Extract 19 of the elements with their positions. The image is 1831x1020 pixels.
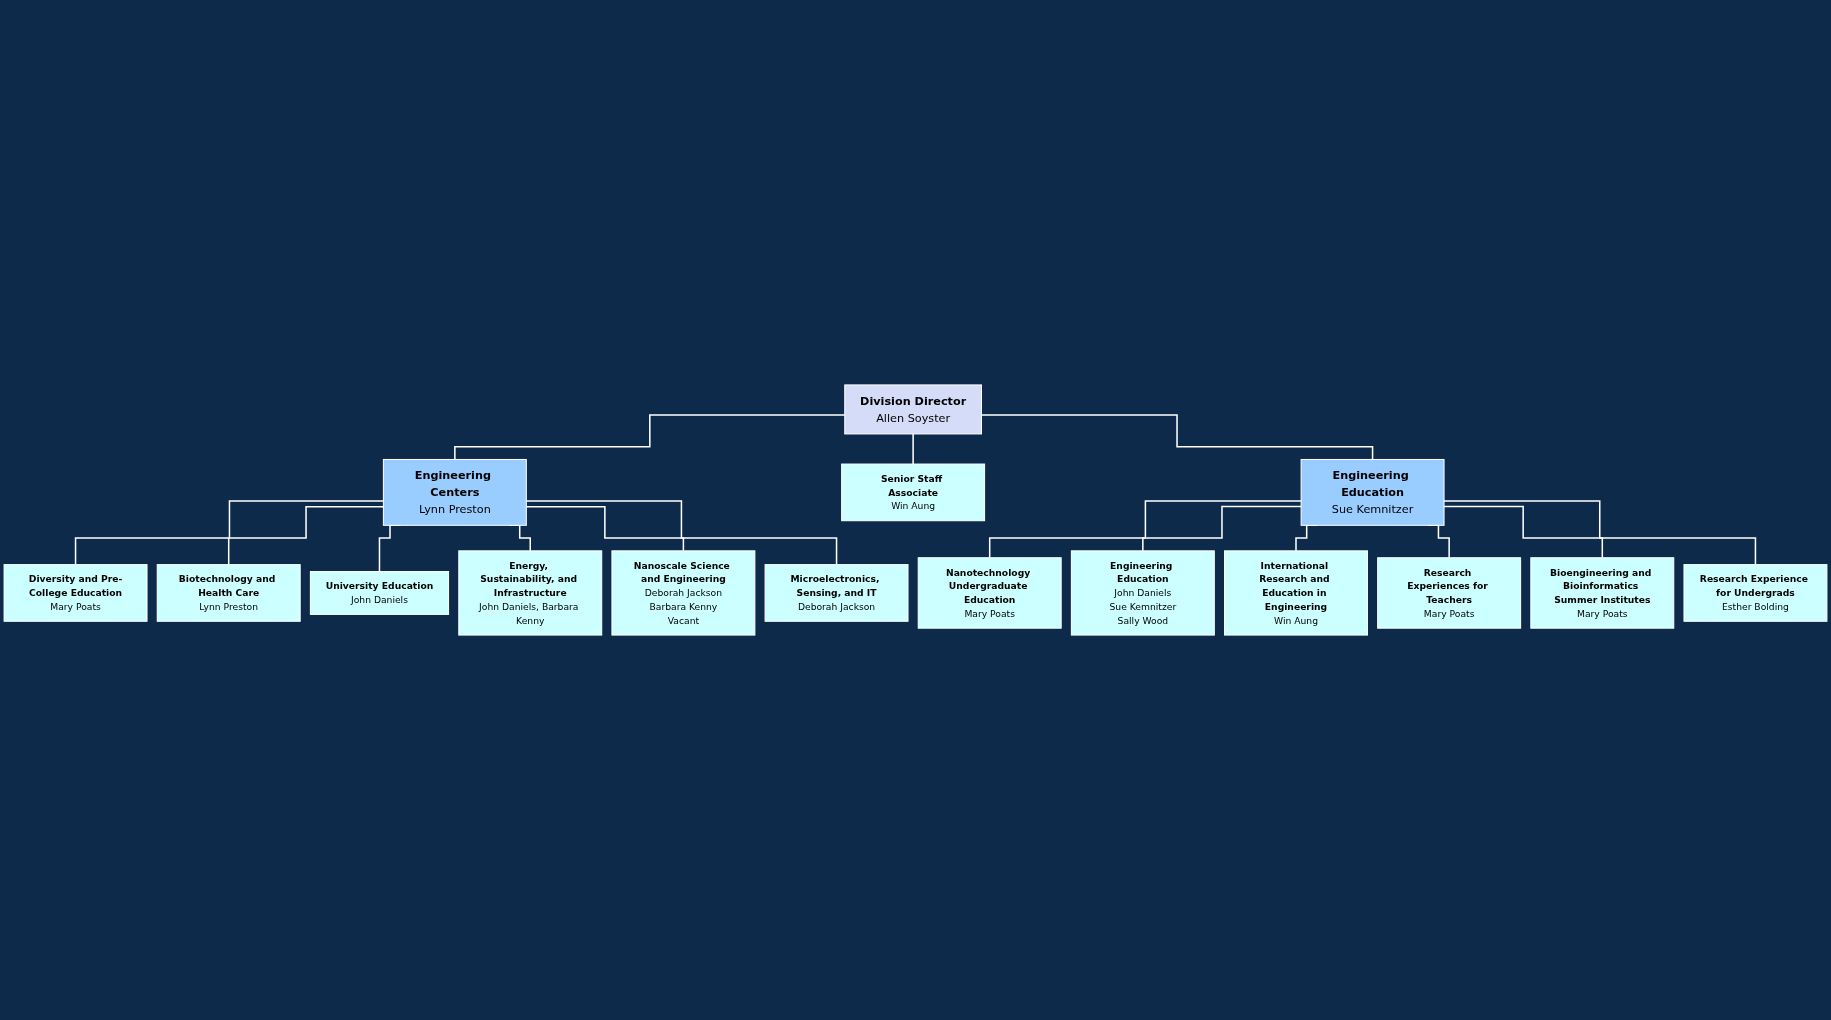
node-box: Engineering Centers Lynn Preston <box>382 458 527 526</box>
node-box: Energy, Sustainability, and Infrastructure John Daniels, Barbara Kenny <box>458 550 603 636</box>
connector <box>912 433 914 465</box>
connector <box>988 500 1302 559</box>
node-box: Bioengineering and Bioinformatics Summer Institutes Mary Poats <box>1530 557 1675 629</box>
node-box: Division Director Allen Soyster <box>844 384 982 435</box>
node-box: Biotechnology and Health Care Lynn Preston <box>156 564 301 622</box>
node-box: Nanotechnology Undergraduate Education Mary Poats <box>917 557 1062 629</box>
node-box: Diversity and Pre-College Education Mary Poats <box>3 564 148 622</box>
node-box: Senior Staff Associate Win Aung <box>841 463 986 522</box>
node-box: International Research and Education in Engineering Win Aung <box>1224 550 1368 636</box>
node-box: Engineering Education John Daniels Sue Kemnitzer Sally Wood <box>1070 550 1215 636</box>
node-box: Research Experiences for Teachers Mary Poats <box>1377 557 1522 629</box>
node-box: Research Experience for Undergrads Esther Bolding <box>1683 564 1828 622</box>
connector <box>1142 505 1302 552</box>
node-box: Microelectronics, Sensing, and IT Deborah Jackson <box>764 564 909 622</box>
node-box: Nanoscale Science and Engineering Deborah Jackson Barbara Kenny Vacant <box>611 550 756 636</box>
node-box: Engineering Education Sue Kemnitzer <box>1300 458 1445 526</box>
node-box: University Education John Daniels <box>309 571 450 615</box>
